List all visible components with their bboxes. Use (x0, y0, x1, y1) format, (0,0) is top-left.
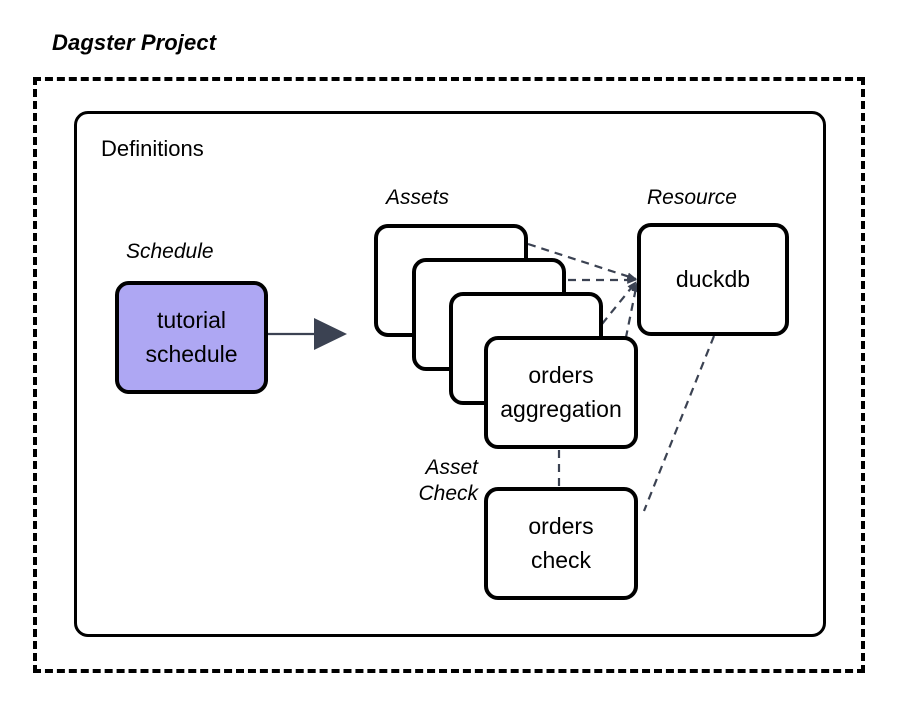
orders-check-line2: check (530, 546, 592, 573)
orders-aggregation-line1: orders (528, 362, 594, 389)
tutorial-schedule-line2: schedule (145, 340, 238, 367)
group-label-assets: Assets (386, 186, 450, 209)
group-label-asset-check-line2: Check (418, 481, 478, 505)
group-label-asset-check-line1: Asset (425, 456, 478, 479)
group-label-resource: Resource (647, 186, 737, 209)
schedule-box-tutorial-schedule[interactable]: tutorial schedule (115, 281, 268, 394)
resource-box-duckdb[interactable]: duckdb (637, 223, 789, 336)
asset-box-orders-aggregation[interactable]: orders aggregation (484, 336, 638, 449)
group-label-asset-check: Asset Check (368, 455, 478, 506)
orders-aggregation-line2: aggregation (500, 395, 622, 422)
definitions-label: Definitions (101, 136, 204, 161)
dagster-project-boundary (33, 77, 865, 673)
duckdb-label: duckdb (675, 265, 751, 292)
orders-check-line1: orders (528, 513, 594, 540)
tutorial-schedule-line1: tutorial (156, 307, 227, 334)
group-label-schedule: Schedule (126, 240, 214, 263)
asset-check-box-orders-check[interactable]: orders check (484, 487, 638, 600)
page-title: Dagster Project (52, 30, 217, 55)
